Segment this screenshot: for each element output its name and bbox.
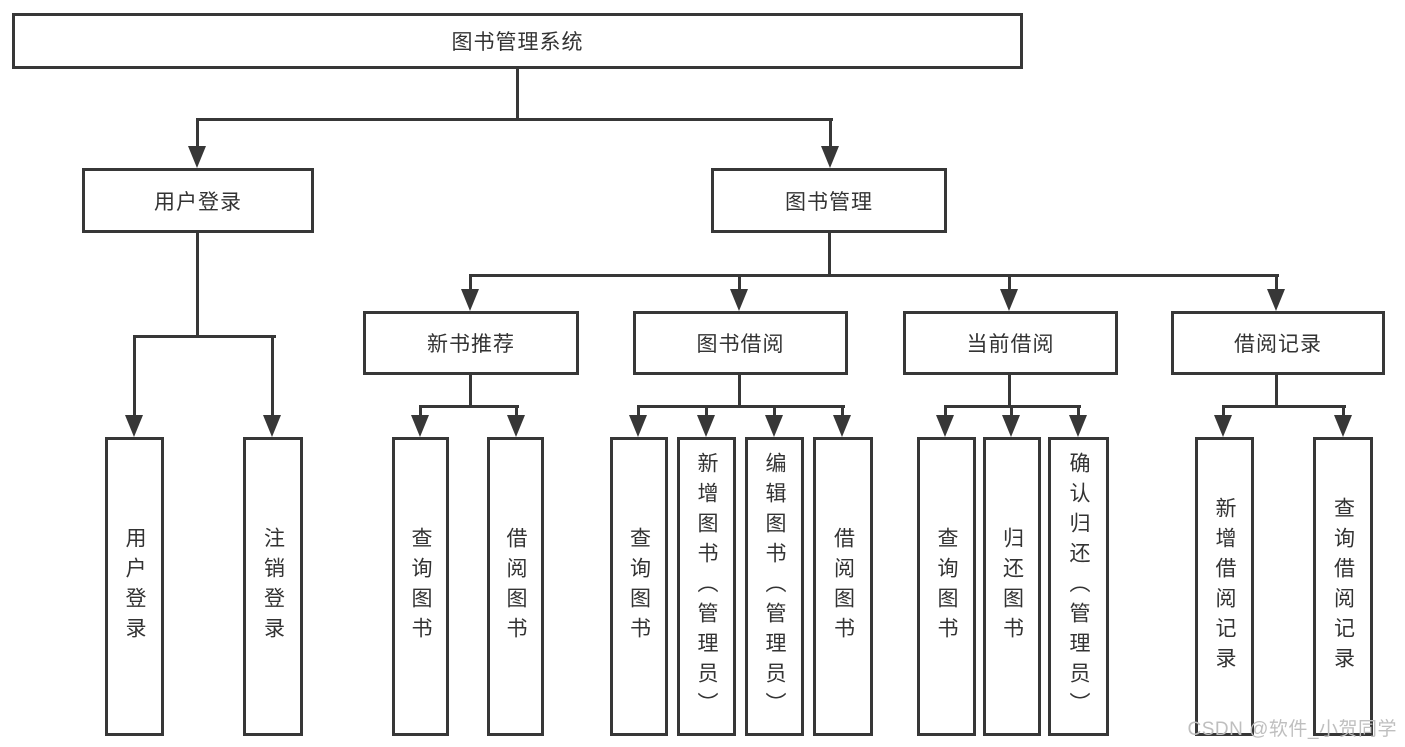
arrowhead-down-icon xyxy=(1000,289,1018,311)
connector-line xyxy=(828,233,831,276)
arrowhead-down-icon xyxy=(936,415,954,437)
leaf-label: 注销登录 xyxy=(261,526,285,647)
connector-line xyxy=(773,408,776,416)
connector-line xyxy=(1077,408,1080,416)
connector-line xyxy=(637,408,640,416)
arrowhead-down-icon xyxy=(821,146,839,168)
connector-line xyxy=(516,68,519,121)
arrowhead-down-icon xyxy=(1334,415,1352,437)
arrowhead-down-icon xyxy=(697,415,715,437)
leaf-label: 确认归还（管理员） xyxy=(1067,451,1090,722)
connector-line xyxy=(271,338,274,416)
leaf-add-books-admin: 新增图书（管理员） xyxy=(677,437,736,736)
connector-line xyxy=(829,121,832,147)
connector-line xyxy=(515,408,518,416)
node-new-book-recommendation: 新书推荐 xyxy=(363,311,579,375)
connector-line xyxy=(133,338,136,416)
leaf-label: 新增图书（管理员） xyxy=(695,451,718,722)
leaf-edit-books-admin: 编辑图书（管理员） xyxy=(745,437,804,736)
arrowhead-down-icon xyxy=(765,415,783,437)
node-label: 用户登录 xyxy=(154,190,242,214)
leaf-label: 编辑图书（管理员） xyxy=(763,451,786,722)
leaf-label: 查询图书 xyxy=(409,526,432,647)
arrowhead-down-icon xyxy=(411,415,429,437)
connector-line xyxy=(944,405,1081,408)
leaf-query-books: 查询图书 xyxy=(392,437,449,736)
node-library-management-system: 图书管理系统 xyxy=(12,13,1023,69)
node-user-login: 用户登录 xyxy=(82,168,314,233)
connector-line xyxy=(419,408,422,416)
connector-line xyxy=(196,232,199,337)
connector-line xyxy=(1008,277,1011,290)
node-book-borrowing: 图书借阅 xyxy=(633,311,848,375)
node-label: 图书借阅 xyxy=(696,333,785,356)
connector-line xyxy=(637,405,845,408)
leaf-label: 借阅图书 xyxy=(831,526,855,647)
leaf-borrow-books: 借阅图书 xyxy=(487,437,544,736)
leaf-confirm-return-admin: 确认归还（管理员） xyxy=(1048,437,1109,736)
leaf-add-borrow-record: 新增借阅记录 xyxy=(1195,437,1254,736)
leaf-label: 新增借阅记录 xyxy=(1213,496,1236,677)
connector-line xyxy=(1222,405,1346,408)
arrowhead-down-icon xyxy=(629,415,647,437)
connector-line xyxy=(738,374,741,407)
connector-line xyxy=(196,118,833,121)
arrowhead-down-icon xyxy=(1214,415,1232,437)
leaf-label: 归还图书 xyxy=(1000,526,1024,647)
leaf-query-books: 查询图书 xyxy=(917,437,976,736)
node-label: 图书管理 xyxy=(785,190,873,214)
arrowhead-down-icon xyxy=(730,289,748,311)
leaf-query-borrow-record: 查询借阅记录 xyxy=(1313,437,1373,736)
arrowhead-down-icon xyxy=(125,415,143,437)
leaf-logout: 注销登录 xyxy=(243,437,303,736)
node-borrowing-records: 借阅记录 xyxy=(1171,311,1385,375)
leaf-label: 用户登录 xyxy=(123,526,146,647)
arrowhead-down-icon xyxy=(1069,415,1087,437)
connector-line xyxy=(469,277,472,290)
leaf-label: 查询图书 xyxy=(935,526,958,647)
leaf-label: 借阅图书 xyxy=(504,526,527,647)
arrowhead-down-icon xyxy=(833,415,851,437)
node-current-borrowing: 当前借阅 xyxy=(903,311,1118,375)
arrowhead-down-icon xyxy=(263,415,281,437)
connector-line xyxy=(705,408,708,416)
connector-line xyxy=(469,374,472,407)
connector-line xyxy=(1222,408,1225,416)
node-book-management: 图书管理 xyxy=(711,168,947,233)
connector-line xyxy=(1008,374,1011,407)
leaf-borrow-books: 借阅图书 xyxy=(813,437,873,736)
csdn-watermark: CSDN @软件_小贺同学 xyxy=(1187,719,1397,740)
leaf-return-books: 归还图书 xyxy=(983,437,1041,736)
node-label: 图书管理系统 xyxy=(451,31,584,54)
connector-line xyxy=(469,274,1279,277)
arrowhead-down-icon xyxy=(1267,289,1285,311)
node-label: 新书推荐 xyxy=(427,333,515,356)
connector-line xyxy=(738,277,741,290)
connector-line xyxy=(196,121,199,147)
connector-line xyxy=(841,408,844,416)
connector-line xyxy=(1342,408,1345,416)
connector-line xyxy=(133,335,276,338)
node-label: 借阅记录 xyxy=(1234,333,1322,356)
connector-line xyxy=(419,405,519,408)
leaf-query-books: 查询图书 xyxy=(610,437,668,736)
connector-line xyxy=(1275,277,1278,290)
arrowhead-down-icon xyxy=(461,289,479,311)
connector-line xyxy=(1010,408,1013,416)
leaf-label: 查询借阅记录 xyxy=(1331,496,1355,677)
leaf-user-login: 用户登录 xyxy=(105,437,164,736)
node-label: 当前借阅 xyxy=(966,333,1055,356)
arrowhead-down-icon xyxy=(1002,415,1020,437)
arrowhead-down-icon xyxy=(188,146,206,168)
connector-line xyxy=(944,408,947,416)
arrowhead-down-icon xyxy=(507,415,525,437)
leaf-label: 查询图书 xyxy=(627,526,651,647)
connector-line xyxy=(1275,374,1278,407)
